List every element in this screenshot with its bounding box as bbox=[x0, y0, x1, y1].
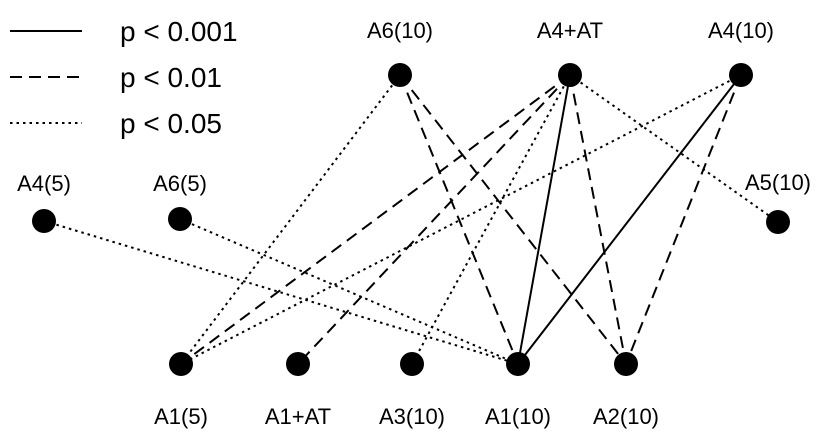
edge-a4-plus-at-to-a3-10 bbox=[411, 74, 571, 365]
legend-label-solid: p < 0.001 bbox=[120, 16, 238, 47]
edge-a4-plus-at-to-a5-10 bbox=[569, 74, 779, 223]
node-label-a4-plus-at: A4+AT bbox=[537, 18, 603, 43]
nodes bbox=[32, 63, 790, 376]
node-a2-10 bbox=[614, 352, 638, 376]
node-a3-10 bbox=[400, 352, 424, 376]
edge-a6-10-to-a1-10 bbox=[399, 74, 519, 365]
node-a4-5 bbox=[32, 209, 56, 233]
node-label-a2-10: A2(10) bbox=[593, 404, 659, 429]
node-a6-10 bbox=[388, 63, 412, 87]
edge-a4-plus-at-to-a1-5 bbox=[180, 74, 571, 365]
node-label-a5-10: A5(10) bbox=[745, 170, 811, 195]
edge-a4-10-to-a1-5 bbox=[180, 74, 742, 365]
node-label-a3-10: A3(10) bbox=[379, 404, 445, 429]
legend: p < 0.001 p < 0.01 p < 0.05 bbox=[10, 16, 238, 139]
node-a1-10 bbox=[506, 352, 530, 376]
edge-a6-10-to-a2-10 bbox=[399, 74, 627, 365]
node-label-a1-10: A1(10) bbox=[485, 404, 551, 429]
node-label-a6-10: A6(10) bbox=[367, 18, 433, 43]
node-a1-5 bbox=[169, 352, 193, 376]
edge-a4-10-to-a2-10 bbox=[625, 74, 742, 365]
node-a4-10 bbox=[729, 63, 753, 87]
edge-a4-plus-at-to-a2-10 bbox=[569, 74, 627, 365]
node-label-a4-10: A4(10) bbox=[708, 18, 774, 43]
edges bbox=[43, 74, 779, 365]
edge-a4-plus-at-to-a1-10 bbox=[517, 74, 571, 365]
node-label-a1-plus-at: A1+AT bbox=[265, 404, 331, 429]
node-a4-plus-at bbox=[558, 63, 582, 87]
legend-label-dotted: p < 0.05 bbox=[120, 108, 222, 139]
edge-a4-5-to-a1-10 bbox=[43, 220, 519, 365]
edge-a6-10-to-a1-5 bbox=[180, 74, 401, 365]
legend-label-dashed: p < 0.01 bbox=[120, 62, 222, 93]
node-label-a1-5: A1(5) bbox=[154, 404, 208, 429]
node-a1-plus-at bbox=[286, 352, 310, 376]
edge-a4-plus-at-to-a1-plus-at bbox=[297, 74, 571, 365]
edge-a6-5-to-a1-10 bbox=[179, 218, 519, 365]
node-a6-5 bbox=[168, 207, 192, 231]
node-label-a6-5: A6(5) bbox=[153, 171, 207, 196]
node-a5-10 bbox=[766, 210, 790, 234]
node-labels: A6(10) A4+AT A4(10) A4(5) A6(5) A5(10) A1(5) A1… bbox=[17, 18, 811, 429]
node-label-a4-5: A4(5) bbox=[17, 171, 71, 196]
edge-a4-10-to-a1-10 bbox=[517, 74, 742, 365]
